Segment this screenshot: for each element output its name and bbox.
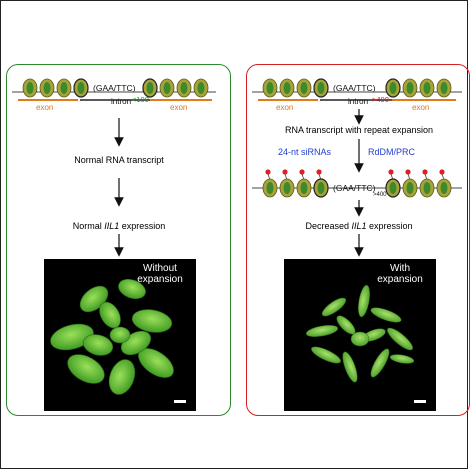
- nucleosome-icon: [73, 78, 89, 98]
- exon-label-left: exon: [276, 103, 293, 112]
- panel-without-expansion: [6, 64, 231, 416]
- photo-label-with-expansion: With expansion: [370, 263, 430, 285]
- sirna-label: 24-nt siRNAs: [278, 147, 332, 157]
- nucleosome-icon: [39, 78, 55, 98]
- photo-label-line: expansion: [137, 274, 183, 285]
- photo-label-without-expansion: Without expansion: [130, 263, 190, 285]
- rosette-plant-image: [50, 278, 174, 395]
- intron-label: intron: [348, 97, 368, 106]
- nucleosome-icon: [159, 78, 175, 98]
- repeat-count: <100: [132, 95, 149, 104]
- intron-label: intron: [111, 97, 131, 106]
- rosette-plant-image: [305, 284, 415, 383]
- nucleosome-icon: [313, 78, 329, 98]
- repeat-label: (GAA/TTC): [333, 183, 376, 193]
- methylated-nucleosome-icon: [279, 169, 295, 198]
- right-gene-diagram: (GAA/TTC) >400 exon intron exon: [252, 78, 462, 112]
- exon-label-left: exon: [36, 103, 53, 112]
- methylated-nucleosome-icon: [402, 169, 418, 198]
- methylated-nucleosome-icon: [313, 169, 329, 198]
- methylated-nucleosome-icon: [419, 169, 435, 198]
- plant-photo-without-expansion: Without expansion: [44, 259, 196, 411]
- repeat-count: >400: [373, 192, 387, 198]
- nucleosome-icon: [296, 78, 312, 98]
- nucleosome-icon: [142, 78, 158, 98]
- panel-with-expansion: [246, 64, 470, 416]
- nucleosome-icon: [22, 78, 38, 98]
- photo-label-line: expansion: [377, 274, 423, 285]
- repeat-label: (GAA/TTC): [93, 83, 136, 93]
- exon-label-right: exon: [412, 103, 429, 112]
- right-step-expression: Decreased IIL1 expression: [305, 221, 412, 231]
- photo-label-line: With: [390, 263, 410, 274]
- photo-label-line: Without: [143, 263, 177, 274]
- methylated-nucleosome-icon: [385, 169, 401, 198]
- repeat-label: (GAA/TTC): [333, 83, 376, 93]
- plant-photo-with-expansion: With expansion: [284, 259, 436, 411]
- methylated-nucleosome-icon: [296, 169, 312, 198]
- nucleosome-icon: [402, 78, 418, 98]
- left-step-normal-transcript: Normal RNA transcript: [74, 155, 164, 165]
- nucleosome-icon: [419, 78, 435, 98]
- methylated-nucleosome-icon: [436, 169, 452, 198]
- nucleosome-icon: [56, 78, 72, 98]
- exon-label-right: exon: [170, 103, 187, 112]
- methylated-chromatin: (GAA/TTC) >400: [252, 169, 462, 198]
- scale-bar: [174, 400, 186, 403]
- methylated-nucleosome-icon: [262, 169, 278, 198]
- nucleosome-icon: [176, 78, 192, 98]
- nucleosome-icon: [279, 78, 295, 98]
- nucleosome-icon: [385, 78, 401, 98]
- repeat-count: >400: [372, 95, 389, 104]
- nucleosome-icon: [262, 78, 278, 98]
- figure-frame: [0, 0, 468, 469]
- nucleosome-icon: [436, 78, 452, 98]
- rddm-prc-label: RdDM/PRC: [368, 147, 416, 157]
- scale-bar: [414, 400, 426, 403]
- nucleosome-icon: [193, 78, 209, 98]
- left-gene-diagram: (GAA/TTC) <100 exon intron exon: [12, 78, 216, 112]
- right-step-transcript-expansion: RNA transcript with repeat expansion: [285, 125, 433, 135]
- left-step-expression: Normal IIL1 expression: [73, 221, 166, 231]
